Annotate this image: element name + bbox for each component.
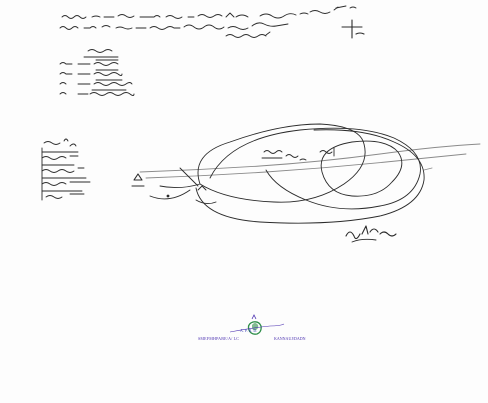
stamp-left-text: SMEFMHPABE/A/ LC (198, 336, 240, 341)
map-drawing (131, 123, 481, 243)
side-notes-handwriting (41, 138, 91, 201)
legend-handwriting (59, 49, 135, 96)
stamp-right-text: KANNAUJ/DADN (274, 336, 306, 341)
official-stamp: A. P. R. D. SMEFMHPABE/A/ LC KANNAUJ/DAD… (190, 316, 330, 350)
stamp-emblem (229, 314, 285, 335)
stamp-initials: A. P. R. D. (240, 328, 258, 333)
header-handwriting (59, 5, 365, 39)
